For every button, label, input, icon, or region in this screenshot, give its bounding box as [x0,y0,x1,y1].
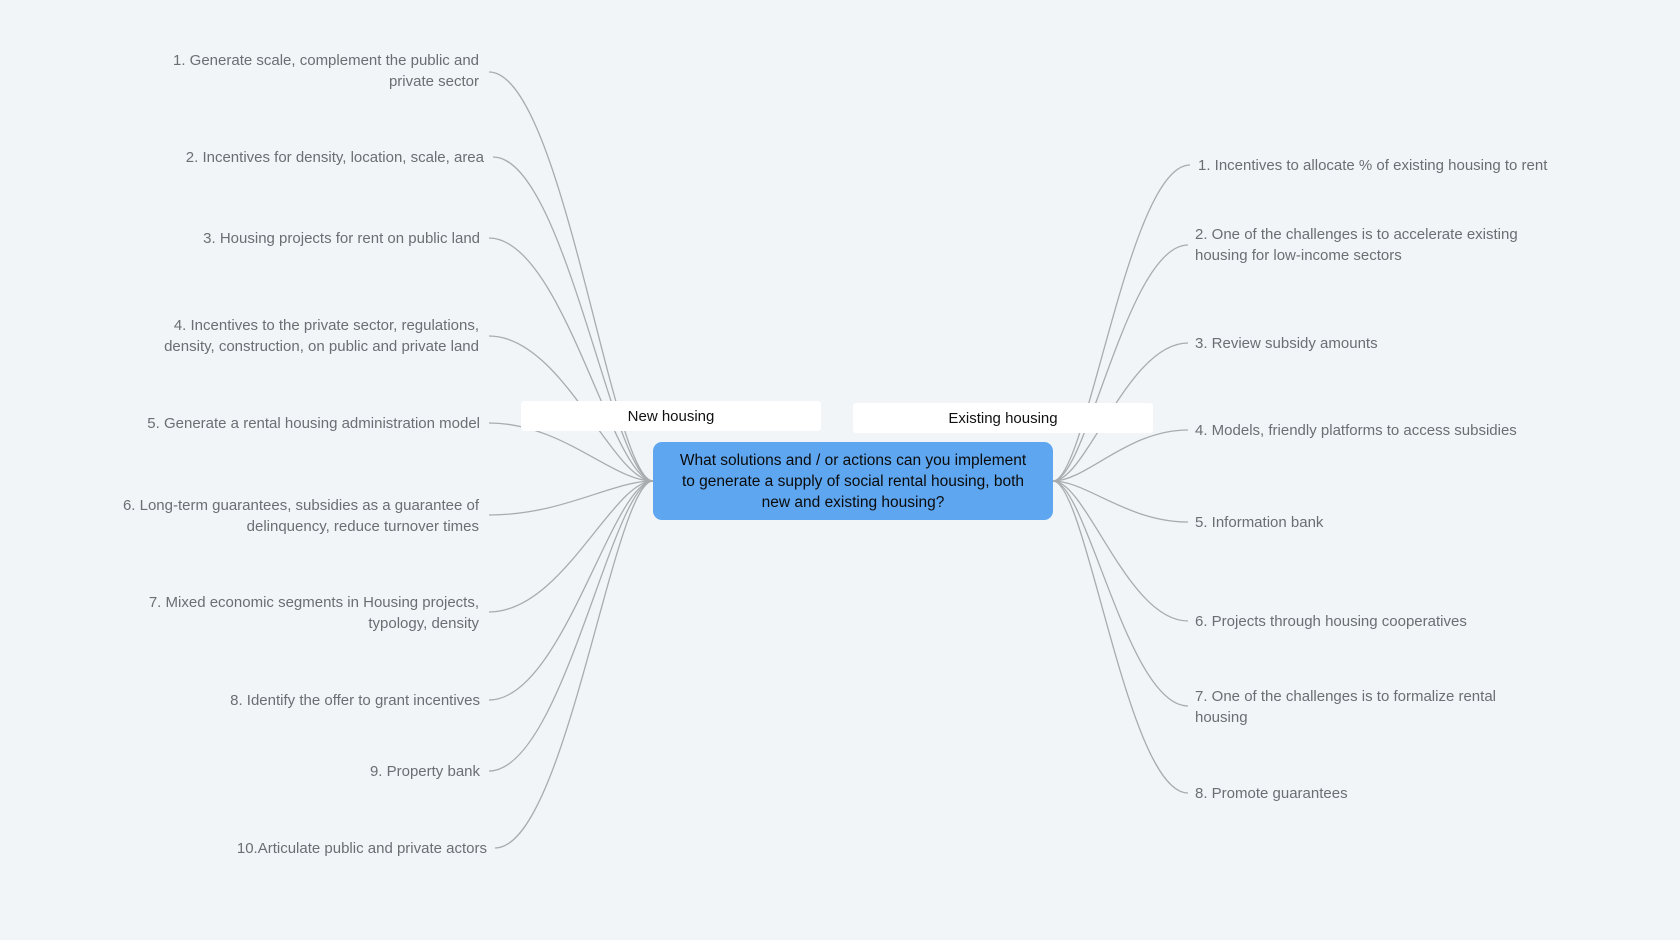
item-line: 8. Identify the offer to grant incentive… [230,692,480,709]
existing-housing-connector [1052,244,1189,482]
existing-housing-item-2[interactable]: 2. One of the challenges is to accelerat… [1195,224,1518,266]
item-line: housing [1195,709,1248,726]
item-line: 4. Models, friendly platforms to access … [1195,422,1517,439]
item-line: 7. One of the challenges is to formalize… [1195,688,1496,705]
new-housing-connector [492,156,654,482]
new-housing-item-3[interactable]: 3. Housing projects for rent on public l… [203,228,480,249]
item-line: density, construction, on public and pri… [164,338,479,355]
central-topic[interactable]: What solutions and / or actions can you … [653,442,1053,520]
item-line: typology, density [368,615,479,632]
new-housing-item-7[interactable]: 7. Mixed economic segments in Housing pr… [149,592,479,634]
new-housing-connector [488,480,654,772]
item-line: 3. Review subsidy amounts [1195,335,1378,352]
existing-housing-connector [1052,480,1189,794]
existing-housing-connector [1052,164,1191,482]
item-line: 8. Promote guarantees [1195,785,1348,802]
new-housing-connector [488,480,654,701]
branch-existing-housing[interactable]: Existing housing [853,403,1153,433]
existing-housing-item-7[interactable]: 7. One of the challenges is to formalize… [1195,686,1496,728]
item-line: housing for low-income sectors [1195,247,1402,264]
item-line: 5. Generate a rental housing administrat… [147,415,480,432]
item-line: 1. Generate scale, complement the public… [172,52,479,69]
new-housing-connector [488,71,654,482]
new-housing-item-5[interactable]: 5. Generate a rental housing administrat… [147,413,480,434]
item-line: 2. One of the challenges is to accelerat… [1195,226,1518,243]
branch-existing-housing-label: Existing housing [948,409,1058,427]
central-topic-text: What solutions and / or actions can you … [680,450,1026,513]
item-line: 9. Property bank [369,763,480,780]
item-line: private sector [388,73,479,90]
item-line: 5. Information bank [1195,514,1324,531]
new-housing-item-8[interactable]: 8. Identify the offer to grant incentive… [230,690,480,711]
existing-housing-item-5[interactable]: 5. Information bank [1195,512,1323,533]
existing-housing-connector [1052,480,1189,622]
new-housing-item-2[interactable]: 2. Incentives for density, location, sca… [186,147,484,168]
new-housing-item-10[interactable]: 10.Articulate public and private actors [237,838,487,859]
existing-housing-connector [1052,480,1189,707]
item-line: 4. Incentives to the private sector, reg… [173,317,479,334]
item-line: 6. Projects through housing cooperatives [1195,613,1467,630]
item-line: 3. Housing projects for rent on public l… [203,230,480,247]
existing-housing-item-8[interactable]: 8. Promote guarantees [1195,783,1348,804]
new-housing-connector [488,480,654,613]
new-housing-item-6[interactable]: 6. Long-term guarantees, subsidies as a … [123,495,479,537]
item-line: 6. Long-term guarantees, subsidies as a … [122,497,479,514]
new-housing-connector [488,422,654,482]
central-topic-line: new and existing housing? [761,493,945,511]
new-housing-item-9[interactable]: 9. Property bank [370,761,480,782]
branch-new-housing-label: New housing [627,407,715,425]
existing-housing-item-4[interactable]: 4. Models, friendly platforms to access … [1195,420,1517,441]
central-topic-line: What solutions and / or actions can you … [679,451,1027,469]
existing-housing-item-6[interactable]: 6. Projects through housing cooperatives [1195,611,1467,632]
new-housing-connector [494,480,654,849]
item-line: 2. Incentives for density, location, sca… [185,149,484,166]
item-line: delinquency, reduce turnover times [246,518,479,535]
existing-housing-connector [1052,429,1189,482]
item-line: 10.Articulate public and private actors [236,840,487,857]
new-housing-item-1[interactable]: 1. Generate scale, complement the public… [173,50,479,92]
new-housing-connector [488,480,654,516]
existing-housing-item-3[interactable]: 3. Review subsidy amounts [1195,333,1378,354]
new-housing-item-4[interactable]: 4. Incentives to the private sector, reg… [164,315,479,357]
new-housing-connector [488,237,654,482]
item-line: 7. Mixed economic segments in Housing pr… [148,594,479,611]
existing-housing-connector [1052,480,1189,523]
branch-new-housing[interactable]: New housing [521,401,821,431]
item-line: 1. Incentives to allocate % of existing … [1198,157,1548,174]
existing-housing-item-1[interactable]: 1. Incentives to allocate % of existing … [1198,155,1547,176]
central-topic-line: to generate a supply of social rental ho… [681,472,1025,490]
